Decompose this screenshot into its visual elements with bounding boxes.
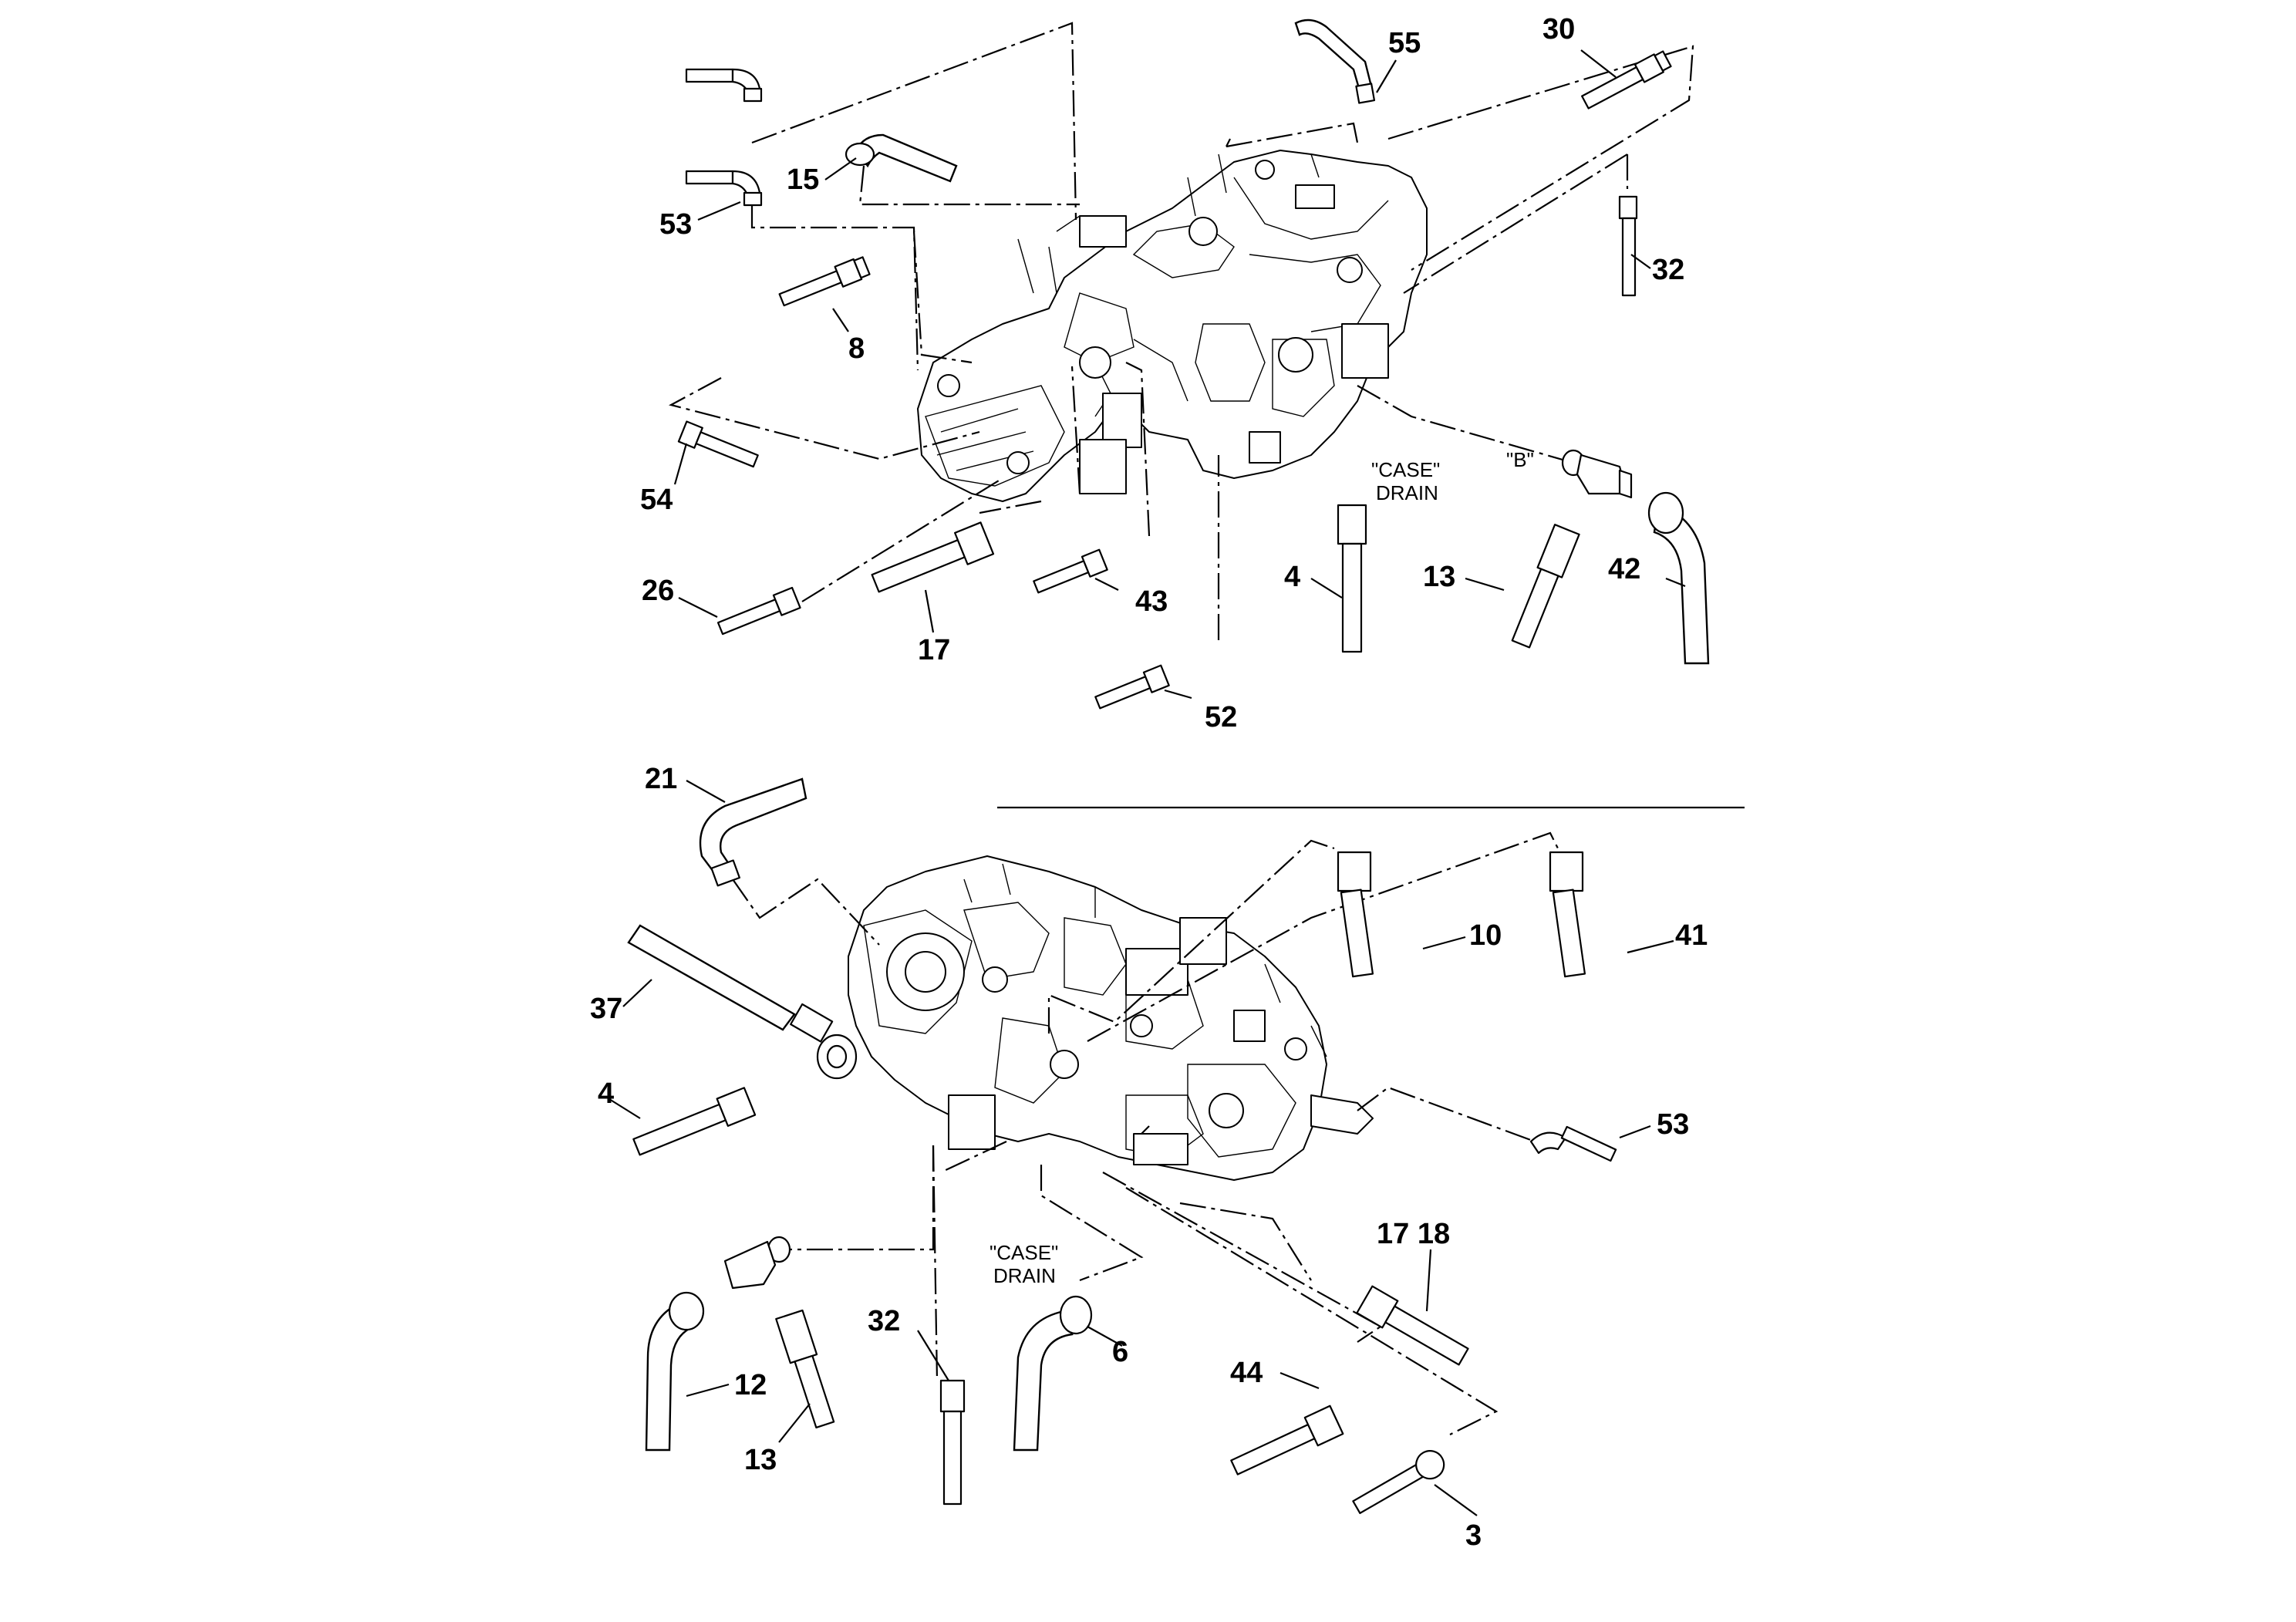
- fitting-4-bottom: [632, 1087, 757, 1156]
- label-10: 10: [1469, 919, 1502, 952]
- top-connection-lines: [669, 22, 1694, 640]
- label-41: 41: [1675, 919, 1708, 952]
- bottom-connection-lines: [732, 831, 1559, 1435]
- label-52: 52: [1205, 701, 1237, 733]
- bottom-fittings: [627, 777, 1617, 1515]
- fitting-8: [778, 256, 871, 307]
- label-55: 55: [1388, 27, 1421, 59]
- top-leader-lines: [673, 49, 1686, 700]
- hose-fitting-42: [1647, 491, 1710, 665]
- fitting-17-18: [1356, 1285, 1469, 1366]
- note-drain-bottom: DRAIN: [993, 1264, 1056, 1287]
- fitting-13-top: [1511, 524, 1580, 649]
- label-3: 3: [1465, 1519, 1482, 1552]
- label-37: 37: [590, 993, 622, 1025]
- fitting-53-top: [685, 170, 763, 207]
- label-53: 53: [659, 208, 692, 241]
- top-pump-assembly: [917, 150, 1428, 502]
- label-54: 54: [640, 484, 673, 516]
- bottom-part-labels: 21 37 4 10 41 53 17 18 32 6 12 13 44 3 "…: [590, 763, 1708, 1552]
- fitting-13-bottom: [775, 1309, 835, 1429]
- fitting-43: [1033, 548, 1108, 594]
- fitting-32-top: [1618, 195, 1638, 297]
- label-8: 8: [848, 332, 865, 365]
- label-42: 42: [1608, 553, 1640, 585]
- label-12: 12: [734, 1369, 767, 1401]
- hose-37: [627, 924, 858, 1080]
- tee-fitting-bottom: [723, 1236, 791, 1290]
- fitting-53-bottom: [1529, 1125, 1617, 1162]
- fitting-10: [1337, 851, 1374, 978]
- label-44: 44: [1230, 1357, 1263, 1389]
- top-part-labels: 55 30 15 53 32 8 54 26 17 43 52 4 13 42 …: [640, 13, 1684, 733]
- tee-fitting-b: [1561, 449, 1633, 499]
- label-32-bottom: 32: [868, 1305, 900, 1337]
- label-4: 4: [1284, 561, 1300, 593]
- label-21: 21: [645, 763, 677, 795]
- label-13: 13: [1423, 561, 1455, 593]
- fitting-26: [716, 586, 801, 636]
- label-4-bottom: 4: [598, 1077, 614, 1110]
- hose-fitting-21: [699, 777, 807, 887]
- fitting-44: [1230, 1404, 1344, 1475]
- fitting-41: [1549, 851, 1586, 978]
- hose-fitting-12: [645, 1291, 705, 1452]
- label-32: 32: [1652, 254, 1684, 286]
- label-53-bottom: 53: [1657, 1108, 1689, 1141]
- top-fittings: [677, 19, 1710, 710]
- label-13-bottom: 13: [744, 1444, 777, 1476]
- label-26: 26: [642, 575, 674, 607]
- fitting-17-top: [871, 521, 995, 593]
- fitting-54: [677, 420, 759, 468]
- fitting-52: [1094, 664, 1170, 710]
- bottom-leader-lines: [609, 780, 1674, 1516]
- label-15: 15: [787, 164, 819, 196]
- label-30: 30: [1542, 13, 1575, 46]
- fitting-3: [1352, 1450, 1445, 1515]
- label-17-18: 17 18: [1377, 1218, 1450, 1250]
- fitting-30: [1581, 50, 1672, 110]
- hose-fitting-6: [1013, 1295, 1093, 1452]
- note-case-bottom: "CASE": [990, 1241, 1058, 1264]
- note-drain: DRAIN: [1376, 481, 1438, 504]
- label-6: 6: [1112, 1336, 1128, 1368]
- bottom-pump-assembly: [848, 855, 1374, 1181]
- note-port-b: "B": [1506, 448, 1534, 471]
- label-43: 43: [1135, 585, 1168, 618]
- fitting-32-bottom: [939, 1379, 966, 1506]
- label-17: 17: [918, 634, 950, 666]
- note-case: "CASE": [1371, 458, 1440, 481]
- fitting-elbow-top-left: [685, 68, 763, 103]
- fitting-4-top: [1337, 504, 1367, 653]
